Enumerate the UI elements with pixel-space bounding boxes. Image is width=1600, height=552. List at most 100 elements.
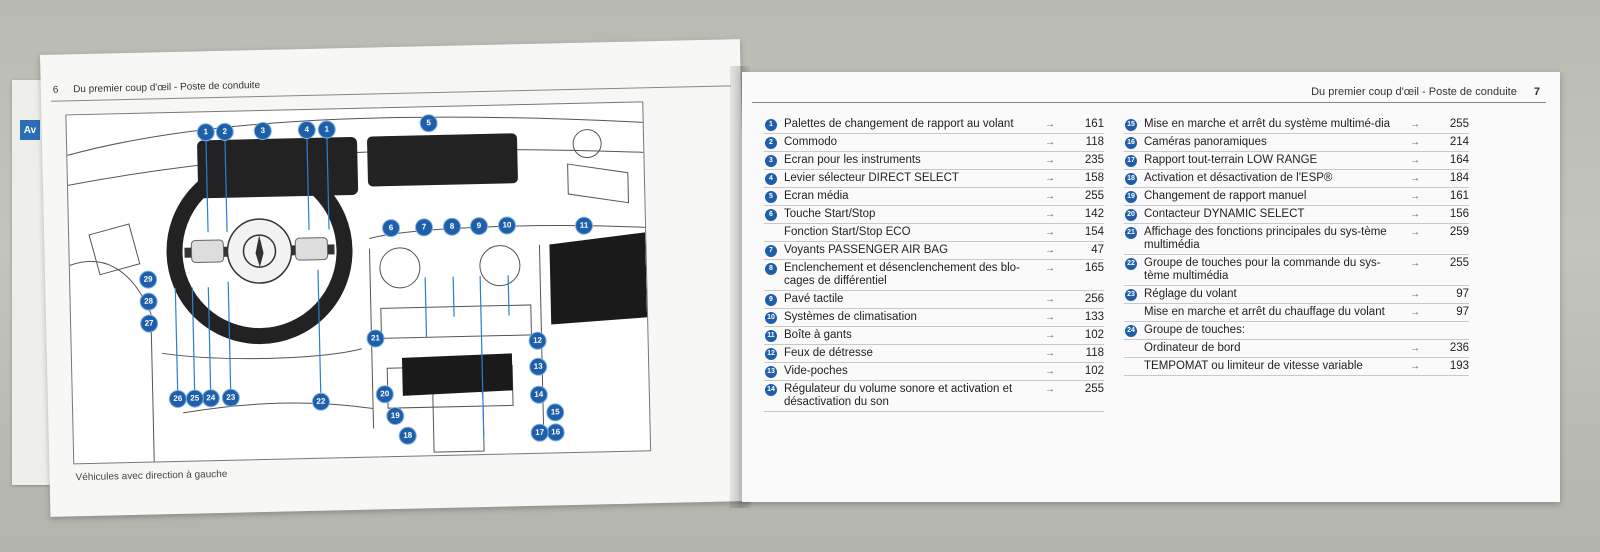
index-number bbox=[1124, 360, 1138, 373]
index-page-ref: 154 bbox=[1084, 226, 1104, 238]
index-label: Voyants PASSENGER AIR BAG bbox=[784, 244, 949, 256]
index-label: Mise en marche et arrêt du chauffage du … bbox=[1144, 306, 1385, 318]
index-page-ref: 164 bbox=[1449, 154, 1469, 166]
index-label: Levier sélecteur DIRECT SELECT bbox=[784, 172, 959, 184]
index-number-badge: 17 bbox=[1125, 154, 1137, 167]
arrow-icon: → bbox=[1410, 307, 1420, 318]
index-page-ref: 156 bbox=[1449, 208, 1469, 220]
index-label: Groupe de touches pour la commande du sy… bbox=[1144, 257, 1381, 282]
arrow-icon: → bbox=[1410, 258, 1420, 269]
index-label: Changement de rapport manuel bbox=[1144, 190, 1307, 202]
index-row: 16 Caméras panoramiques → 214 bbox=[1124, 134, 1469, 152]
index-number-badge: 19 bbox=[1125, 190, 1137, 203]
index-number: 20 bbox=[1124, 208, 1138, 221]
index-page-ref: 142 bbox=[1084, 208, 1104, 220]
index-page-ref: 256 bbox=[1084, 293, 1104, 305]
arrow-icon: → bbox=[1410, 155, 1420, 166]
index-label: Réglage du volant bbox=[1144, 288, 1237, 300]
arrow-icon: → bbox=[1045, 384, 1055, 395]
index-number: 23 bbox=[1124, 288, 1138, 301]
arrow-icon: → bbox=[1410, 191, 1420, 202]
index-number-badge: 20 bbox=[1125, 208, 1137, 221]
index-number-badge: 10 bbox=[765, 311, 777, 324]
index-number-badge: 24 bbox=[1125, 324, 1137, 337]
index-number-badge: 7 bbox=[765, 244, 777, 257]
index-page-ref: 235 bbox=[1084, 154, 1104, 166]
index-label: Caméras panoramiques bbox=[1144, 136, 1267, 148]
index-page-ref: 118 bbox=[1085, 136, 1104, 148]
index-number-badge: 4 bbox=[765, 172, 777, 185]
arrow-icon: → bbox=[1410, 173, 1420, 184]
index-label: Commodo bbox=[784, 136, 838, 148]
index-row: 14 Régulateur du volume sonore et activat… bbox=[764, 381, 1104, 412]
index-number: 6 bbox=[764, 208, 778, 221]
index-page-ref: 161 bbox=[1084, 118, 1104, 130]
index-number-badge: 8 bbox=[765, 262, 777, 275]
index-number-badge: 21 bbox=[1125, 226, 1137, 239]
index-page-ref: 102 bbox=[1084, 329, 1104, 341]
cockpit-illustration bbox=[67, 116, 648, 462]
index-label: Régulateur du volume sonore et activatio… bbox=[784, 383, 1013, 408]
diagram-caption: Véhicules avec direction à gauche bbox=[75, 468, 228, 484]
left-page: 6 Du premier coup d'œil - Poste de condu… bbox=[40, 39, 751, 517]
index-number-badge: 12 bbox=[765, 347, 777, 360]
index-label: Touche Start/Stop bbox=[784, 208, 876, 220]
arrow-icon: → bbox=[1410, 227, 1420, 238]
arrow-icon: → bbox=[1410, 137, 1420, 148]
index-number-badge: 2 bbox=[765, 136, 777, 149]
arrow-icon: → bbox=[1045, 155, 1055, 166]
index-number bbox=[1124, 306, 1138, 319]
left-page-number: 6 bbox=[52, 84, 59, 96]
index-number: 17 bbox=[1124, 154, 1138, 167]
index-number: 18 bbox=[1124, 172, 1138, 185]
arrow-icon: → bbox=[1045, 137, 1055, 148]
arrow-icon: → bbox=[1045, 312, 1055, 323]
index-page-ref: 184 bbox=[1449, 172, 1469, 184]
arrow-icon: → bbox=[1045, 330, 1055, 341]
arrow-icon: → bbox=[1410, 209, 1420, 220]
index-number: 4 bbox=[764, 172, 778, 185]
index-number-badge: 1 bbox=[765, 118, 777, 131]
index-number: 5 bbox=[764, 190, 778, 203]
arrow-icon: → bbox=[1410, 343, 1420, 354]
index-page-ref: 255 bbox=[1084, 190, 1104, 202]
index-number-badge: 23 bbox=[1125, 288, 1137, 301]
index-number: 15 bbox=[1124, 118, 1138, 131]
index-label: Ecran pour les instruments bbox=[784, 154, 921, 166]
index-page-ref: 118 bbox=[1085, 347, 1104, 359]
arrow-icon: → bbox=[1045, 191, 1055, 202]
index-row: Ordinateur de bord→236 bbox=[1124, 340, 1469, 358]
index-number: 14 bbox=[764, 383, 778, 396]
index-number: 11 bbox=[764, 329, 778, 342]
index-page-ref: 255 bbox=[1084, 383, 1104, 395]
index-label: Feux de détresse bbox=[784, 347, 873, 359]
index-label: Palettes de changement de rapport au vol… bbox=[784, 118, 1014, 130]
index-number: 10 bbox=[764, 311, 778, 324]
index-page-ref: 214 bbox=[1449, 136, 1469, 148]
arrow-icon: → bbox=[1045, 366, 1055, 377]
index-page-ref: 165 bbox=[1084, 262, 1104, 274]
index-number: 13 bbox=[764, 365, 778, 378]
index-page-ref: 97 bbox=[1456, 288, 1469, 300]
index-label: Vide-poches bbox=[784, 365, 848, 377]
index-page-ref: 259 bbox=[1449, 226, 1469, 238]
index-page-ref: 193 bbox=[1449, 360, 1469, 372]
left-page-header: 6 Du premier coup d'œil - Poste de condu… bbox=[53, 80, 261, 96]
index-number-badge: 16 bbox=[1125, 136, 1137, 149]
index-number-badge: 9 bbox=[765, 293, 777, 306]
